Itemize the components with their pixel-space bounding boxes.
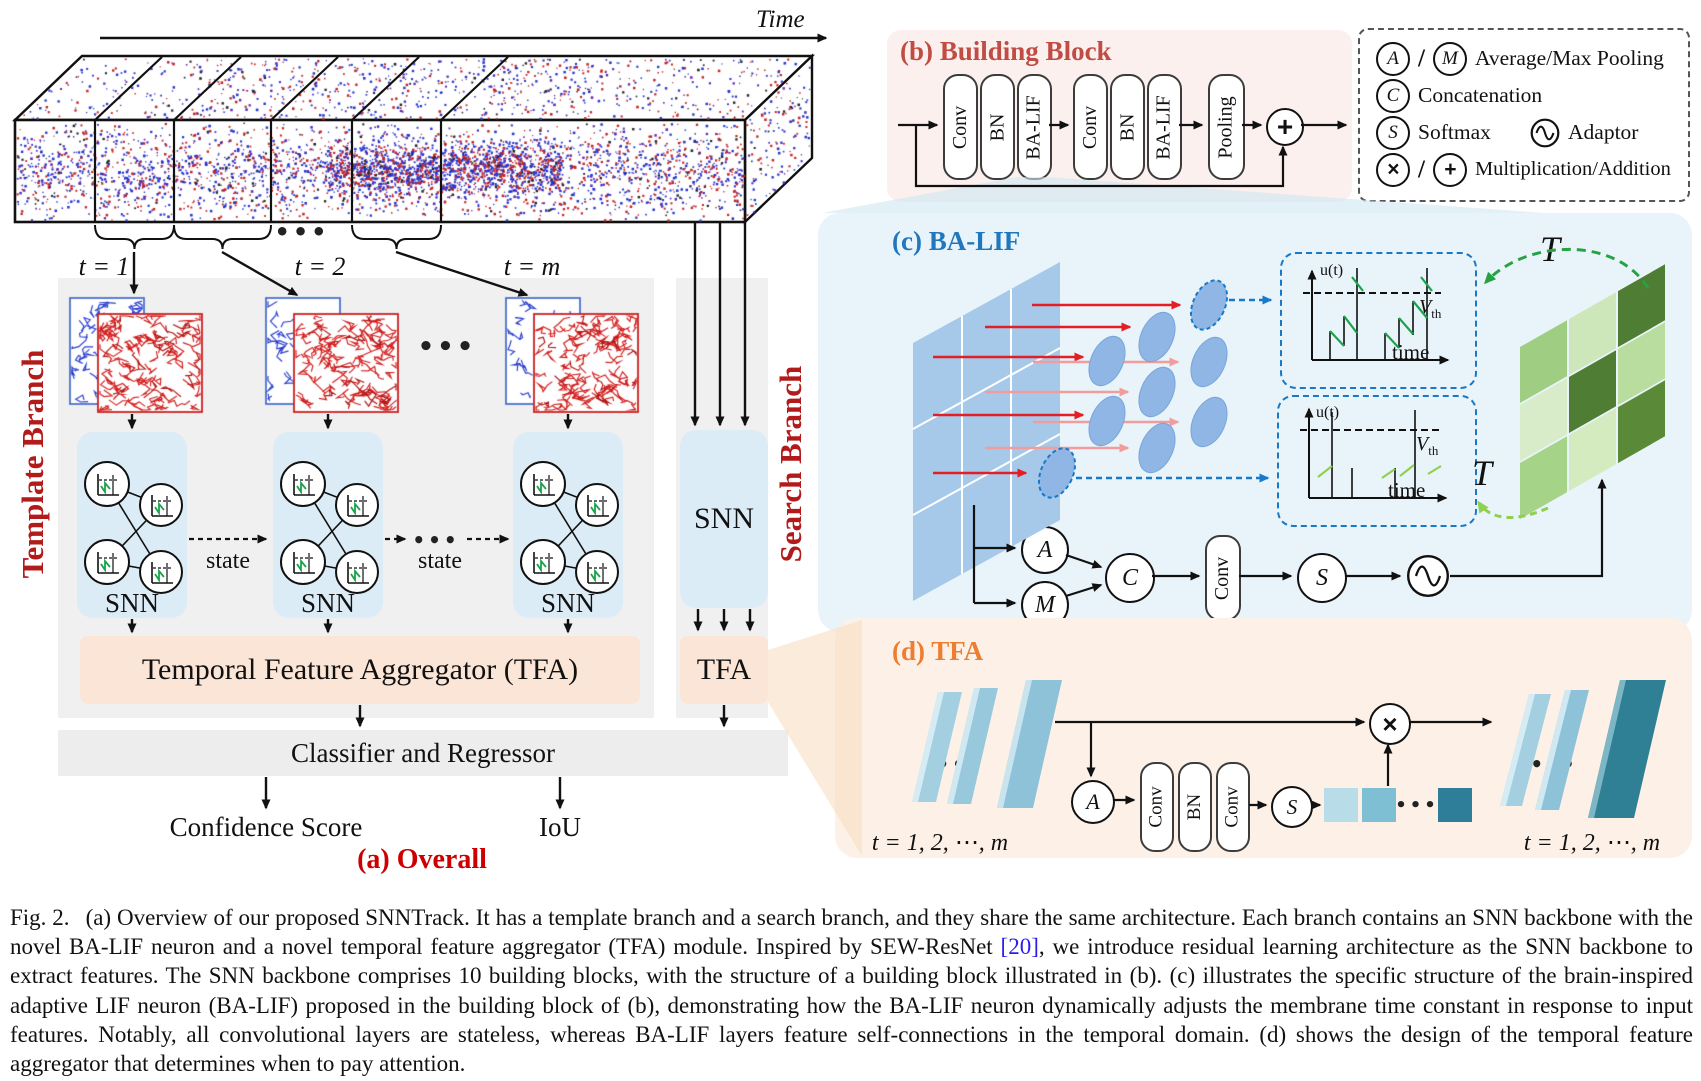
- snn-label: SNN: [693, 502, 754, 535]
- concat-icon: C: [1376, 78, 1410, 113]
- max-pooling-icon: M: [1432, 41, 1467, 76]
- layer-conv-2: Conv: [1216, 762, 1250, 852]
- legend-label: Concatenation: [1418, 83, 1543, 107]
- time-axis-label: Time: [756, 6, 805, 33]
- cube-front-face: [13, 118, 747, 224]
- layer-balif-1: BA-LIF: [1017, 74, 1052, 180]
- vth-label: Vth: [1416, 433, 1439, 458]
- arrow: [270, 56, 339, 121]
- balif-title: (c) BA-LIF: [892, 226, 1021, 256]
- softmax-icon: S: [1271, 786, 1313, 828]
- tfa-title: (d) TFA: [892, 636, 984, 666]
- vth-label: Vth: [1419, 296, 1442, 321]
- cube-right-face: [743, 53, 814, 225]
- arrow: [94, 56, 163, 121]
- concat-icon: C: [1105, 553, 1155, 603]
- avg-pooling-icon: A: [1071, 780, 1115, 824]
- state-label-1: state: [206, 548, 250, 574]
- snn-label: SNN: [300, 587, 355, 618]
- snn-label: SNN: [540, 587, 595, 618]
- membrane-plot-box-1: [1280, 252, 1477, 389]
- layer-conv-2: Conv: [1073, 74, 1108, 180]
- softmax-icon: S: [1297, 553, 1347, 603]
- template-branch-label: Template Branch: [15, 349, 50, 579]
- search-tfa-box: TFA: [680, 636, 768, 704]
- building-block-title: (b) Building Block: [900, 36, 1112, 66]
- time-indices-input: t = 1, 2, ⋯, m: [871, 830, 1009, 856]
- slice-label-t2: t = 2: [294, 252, 346, 281]
- legend-row-pooling: A/ M Average/Max Pooling: [1376, 40, 1688, 77]
- legend-row-mult-add: ×/ + Multiplication/Addition: [1376, 151, 1688, 188]
- search-snn-block: SNN: [680, 430, 768, 608]
- ellipsis-input-stack: •••: [936, 752, 984, 776]
- layer-balif-2: BA-LIF: [1147, 74, 1182, 180]
- figure-caption: Fig. 2.(a) Overview of our proposed SNNT…: [10, 903, 1693, 1078]
- legend-label: Average/Max Pooling: [1474, 46, 1664, 70]
- adaptor-icon: [1406, 554, 1450, 603]
- snn-block-2: SNN: [273, 432, 383, 618]
- classifier-label: Classifier and Regressor: [291, 737, 555, 768]
- time-indices-output: t = 1, 2, ⋯, m: [1523, 830, 1661, 856]
- softmax-icon: S: [1376, 115, 1410, 150]
- adaptor-icon: [1530, 118, 1560, 148]
- arrow: [173, 56, 242, 121]
- arrow: [351, 56, 420, 121]
- slice-label-tm: t = m: [503, 252, 561, 281]
- search-branch-label: Search Branch: [773, 365, 808, 563]
- layer-bn-2: BN: [1110, 74, 1145, 180]
- overall-caption: (a) Overall: [357, 844, 487, 875]
- multiplication-icon: ×: [1369, 703, 1411, 745]
- snn-block-1: SNN: [77, 432, 187, 618]
- u-axis-label: u(t): [1316, 404, 1340, 421]
- multiplication-icon: ×: [1376, 152, 1410, 187]
- snn-block-3: SNN: [513, 432, 623, 618]
- membrane-plot-box-2: [1277, 395, 1477, 527]
- time-axis-label: time: [1392, 340, 1430, 364]
- slice-brace: [351, 224, 442, 250]
- tau-label-2: T: [1472, 453, 1493, 493]
- confidence-score-label: Confidence Score: [169, 812, 363, 842]
- attention-weight-2: [1362, 788, 1396, 822]
- cube-top-face: [12, 54, 815, 122]
- legend-row-concat: C Concatenation: [1376, 77, 1688, 114]
- tfa-bar-label: Temporal Feature Aggregator (TFA): [141, 653, 579, 686]
- ellipsis-weights: •••: [1395, 795, 1439, 816]
- avg-pooling-icon: A: [1376, 41, 1410, 76]
- avg-pooling-icon: A: [1021, 526, 1069, 574]
- addition-icon: +: [1266, 108, 1304, 146]
- state-label-2: state: [418, 548, 462, 574]
- layer-bn-1: BN: [980, 74, 1015, 180]
- legend-label: Softmax: [1418, 120, 1491, 144]
- ellipsis-blocks: •••: [412, 528, 460, 552]
- layer-pooling: Pooling: [1208, 74, 1245, 180]
- time-axis-label: time: [1388, 478, 1426, 502]
- layer-conv: Conv: [1205, 535, 1241, 621]
- tfa-bar: Temporal Feature Aggregator (TFA): [80, 636, 640, 704]
- slice-brace: [173, 224, 272, 250]
- legend-label: Adaptor: [1568, 120, 1639, 144]
- slice-label-t1: t = 1: [78, 252, 130, 281]
- tau-label-1: T: [1540, 229, 1561, 269]
- snn-label: SNN: [104, 587, 159, 618]
- layer-bn: BN: [1178, 762, 1212, 852]
- addition-icon: +: [1432, 152, 1467, 187]
- legend-box: A/ M Average/Max Pooling C Concatenation…: [1358, 28, 1690, 202]
- ellipsis-output-stack: •••: [1530, 752, 1578, 776]
- ellipsis-cube-slices: •••: [274, 218, 330, 246]
- classifier-bar: Classifier and Regressor: [58, 730, 788, 776]
- slice-brace: [94, 224, 175, 250]
- layer-conv-1: Conv: [1140, 762, 1174, 852]
- tfa-short-label: TFA: [696, 653, 752, 686]
- attention-weight-1: [1324, 788, 1358, 822]
- attention-weight-3: [1438, 788, 1472, 822]
- iou-label: IoU: [539, 812, 581, 842]
- legend-row-softmax-adaptor: S Softmax Adaptor: [1376, 114, 1688, 151]
- ellipsis-frames: •••: [417, 332, 477, 362]
- legend-label: Multiplication/Addition: [1474, 158, 1671, 180]
- caption-prefix: Fig. 2.: [10, 905, 70, 930]
- citation-ref[interactable]: [20]: [1000, 934, 1039, 960]
- arrow: [440, 56, 509, 121]
- layer-conv-1: Conv: [943, 74, 978, 180]
- u-axis-label: u(t): [1320, 262, 1344, 279]
